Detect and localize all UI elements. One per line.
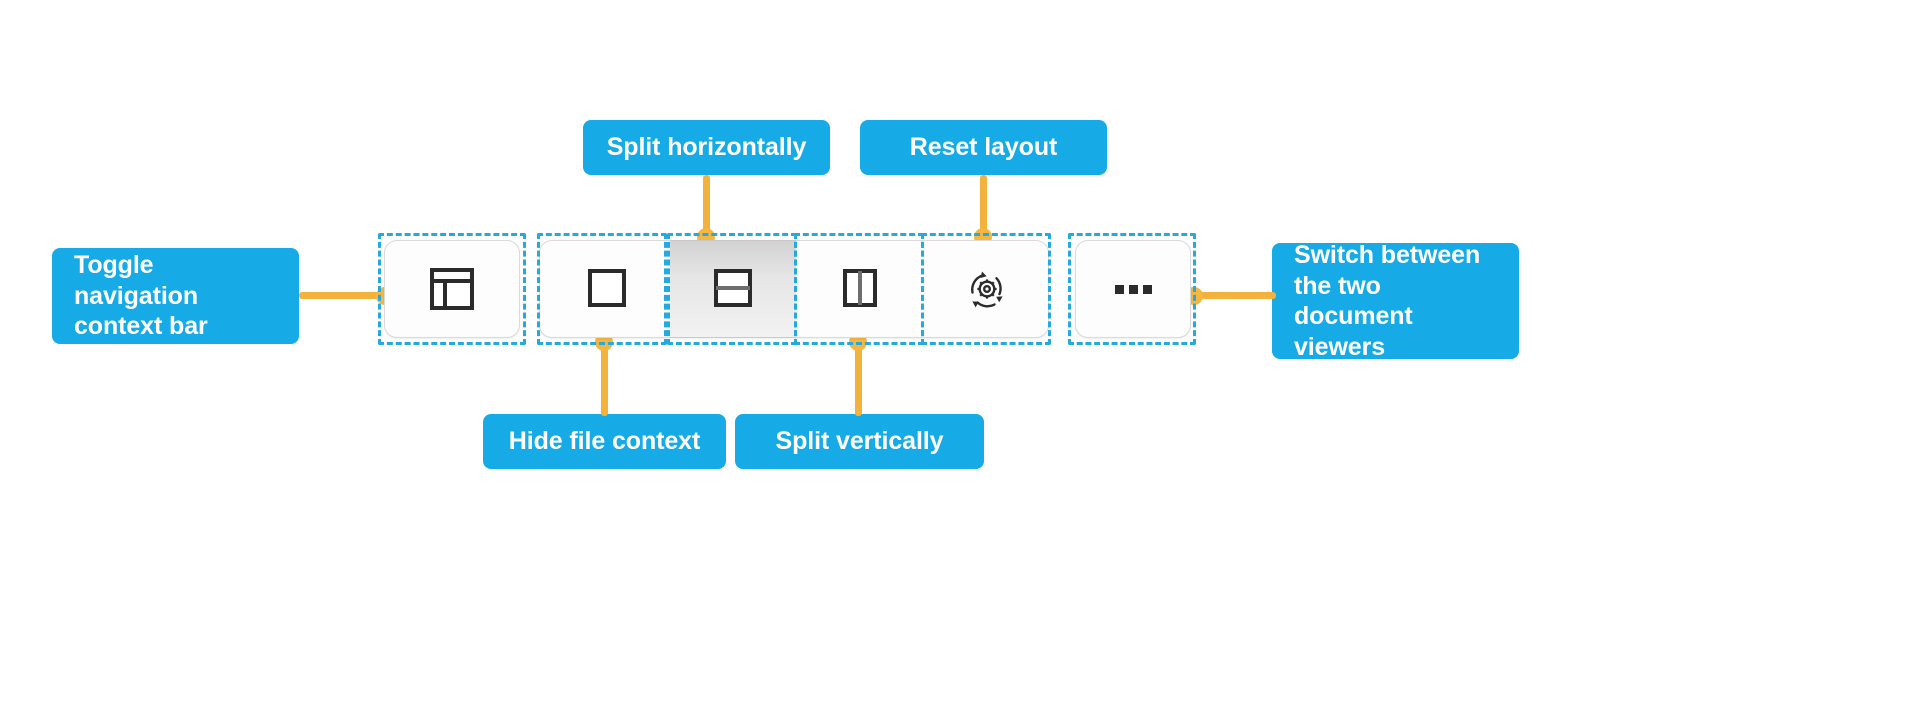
single-pane-icon (588, 269, 626, 307)
callout-split-horizontally-label: Split horizontally (606, 133, 807, 162)
callout-switch-document-viewers-label: Switch between the two document viewers (1294, 241, 1481, 361)
connector-toggle-navigation-context-bar (299, 292, 385, 299)
callout-reset-layout: Reset layout (860, 120, 1107, 175)
layout-toolbar (378, 233, 1196, 345)
callout-hide-file-context: Hide file context (483, 414, 726, 469)
reset-gear-icon (971, 271, 1003, 308)
layout-sidebar-header-icon (430, 268, 474, 310)
toolbar-button-reset-layout[interactable] (924, 240, 1050, 338)
highlight-box-toggle-navigation-context-bar (378, 233, 526, 345)
connector-switch-document-viewers (1192, 292, 1276, 299)
split-horizontal-icon (714, 269, 752, 307)
callout-toggle-navigation-context-bar: Toggle navigation context bar (52, 248, 299, 344)
connector-hide-file-context (601, 341, 608, 416)
toolbar-button-hide-file-context[interactable] (544, 240, 670, 338)
connector-split-horizontally (703, 175, 710, 237)
callout-hide-file-context-label: Hide file context (508, 427, 701, 456)
split-vertical-icon (843, 269, 877, 307)
toolbar-button-switch-document-viewers[interactable] (1075, 240, 1191, 338)
callout-split-vertically: Split vertically (735, 414, 984, 469)
highlight-box-reset-layout (921, 233, 1051, 345)
toolbar-button-split-horizontally[interactable] (670, 240, 796, 338)
connector-reset-layout (980, 175, 987, 237)
highlight-box-hide-file-context (537, 233, 667, 345)
callout-split-horizontally: Split horizontally (583, 120, 830, 175)
connector-split-vertically (855, 341, 862, 416)
highlight-box-switch-document-viewers (1068, 233, 1196, 345)
toolbar-button-split-vertically[interactable] (797, 240, 923, 338)
toolbar-button-toggle-navigation-context-bar[interactable] (384, 240, 520, 338)
highlight-box-split-horizontally (667, 233, 797, 345)
callout-split-vertically-label: Split vertically (775, 427, 944, 456)
callout-toggle-navigation-context-bar-label: Toggle navigation context bar (74, 251, 208, 341)
callout-switch-document-viewers: Switch between the two document viewers (1272, 241, 1519, 361)
ellipsis-icon (1114, 284, 1152, 294)
highlight-box-split-vertically (794, 233, 924, 345)
callout-reset-layout-label: Reset layout (909, 133, 1058, 162)
